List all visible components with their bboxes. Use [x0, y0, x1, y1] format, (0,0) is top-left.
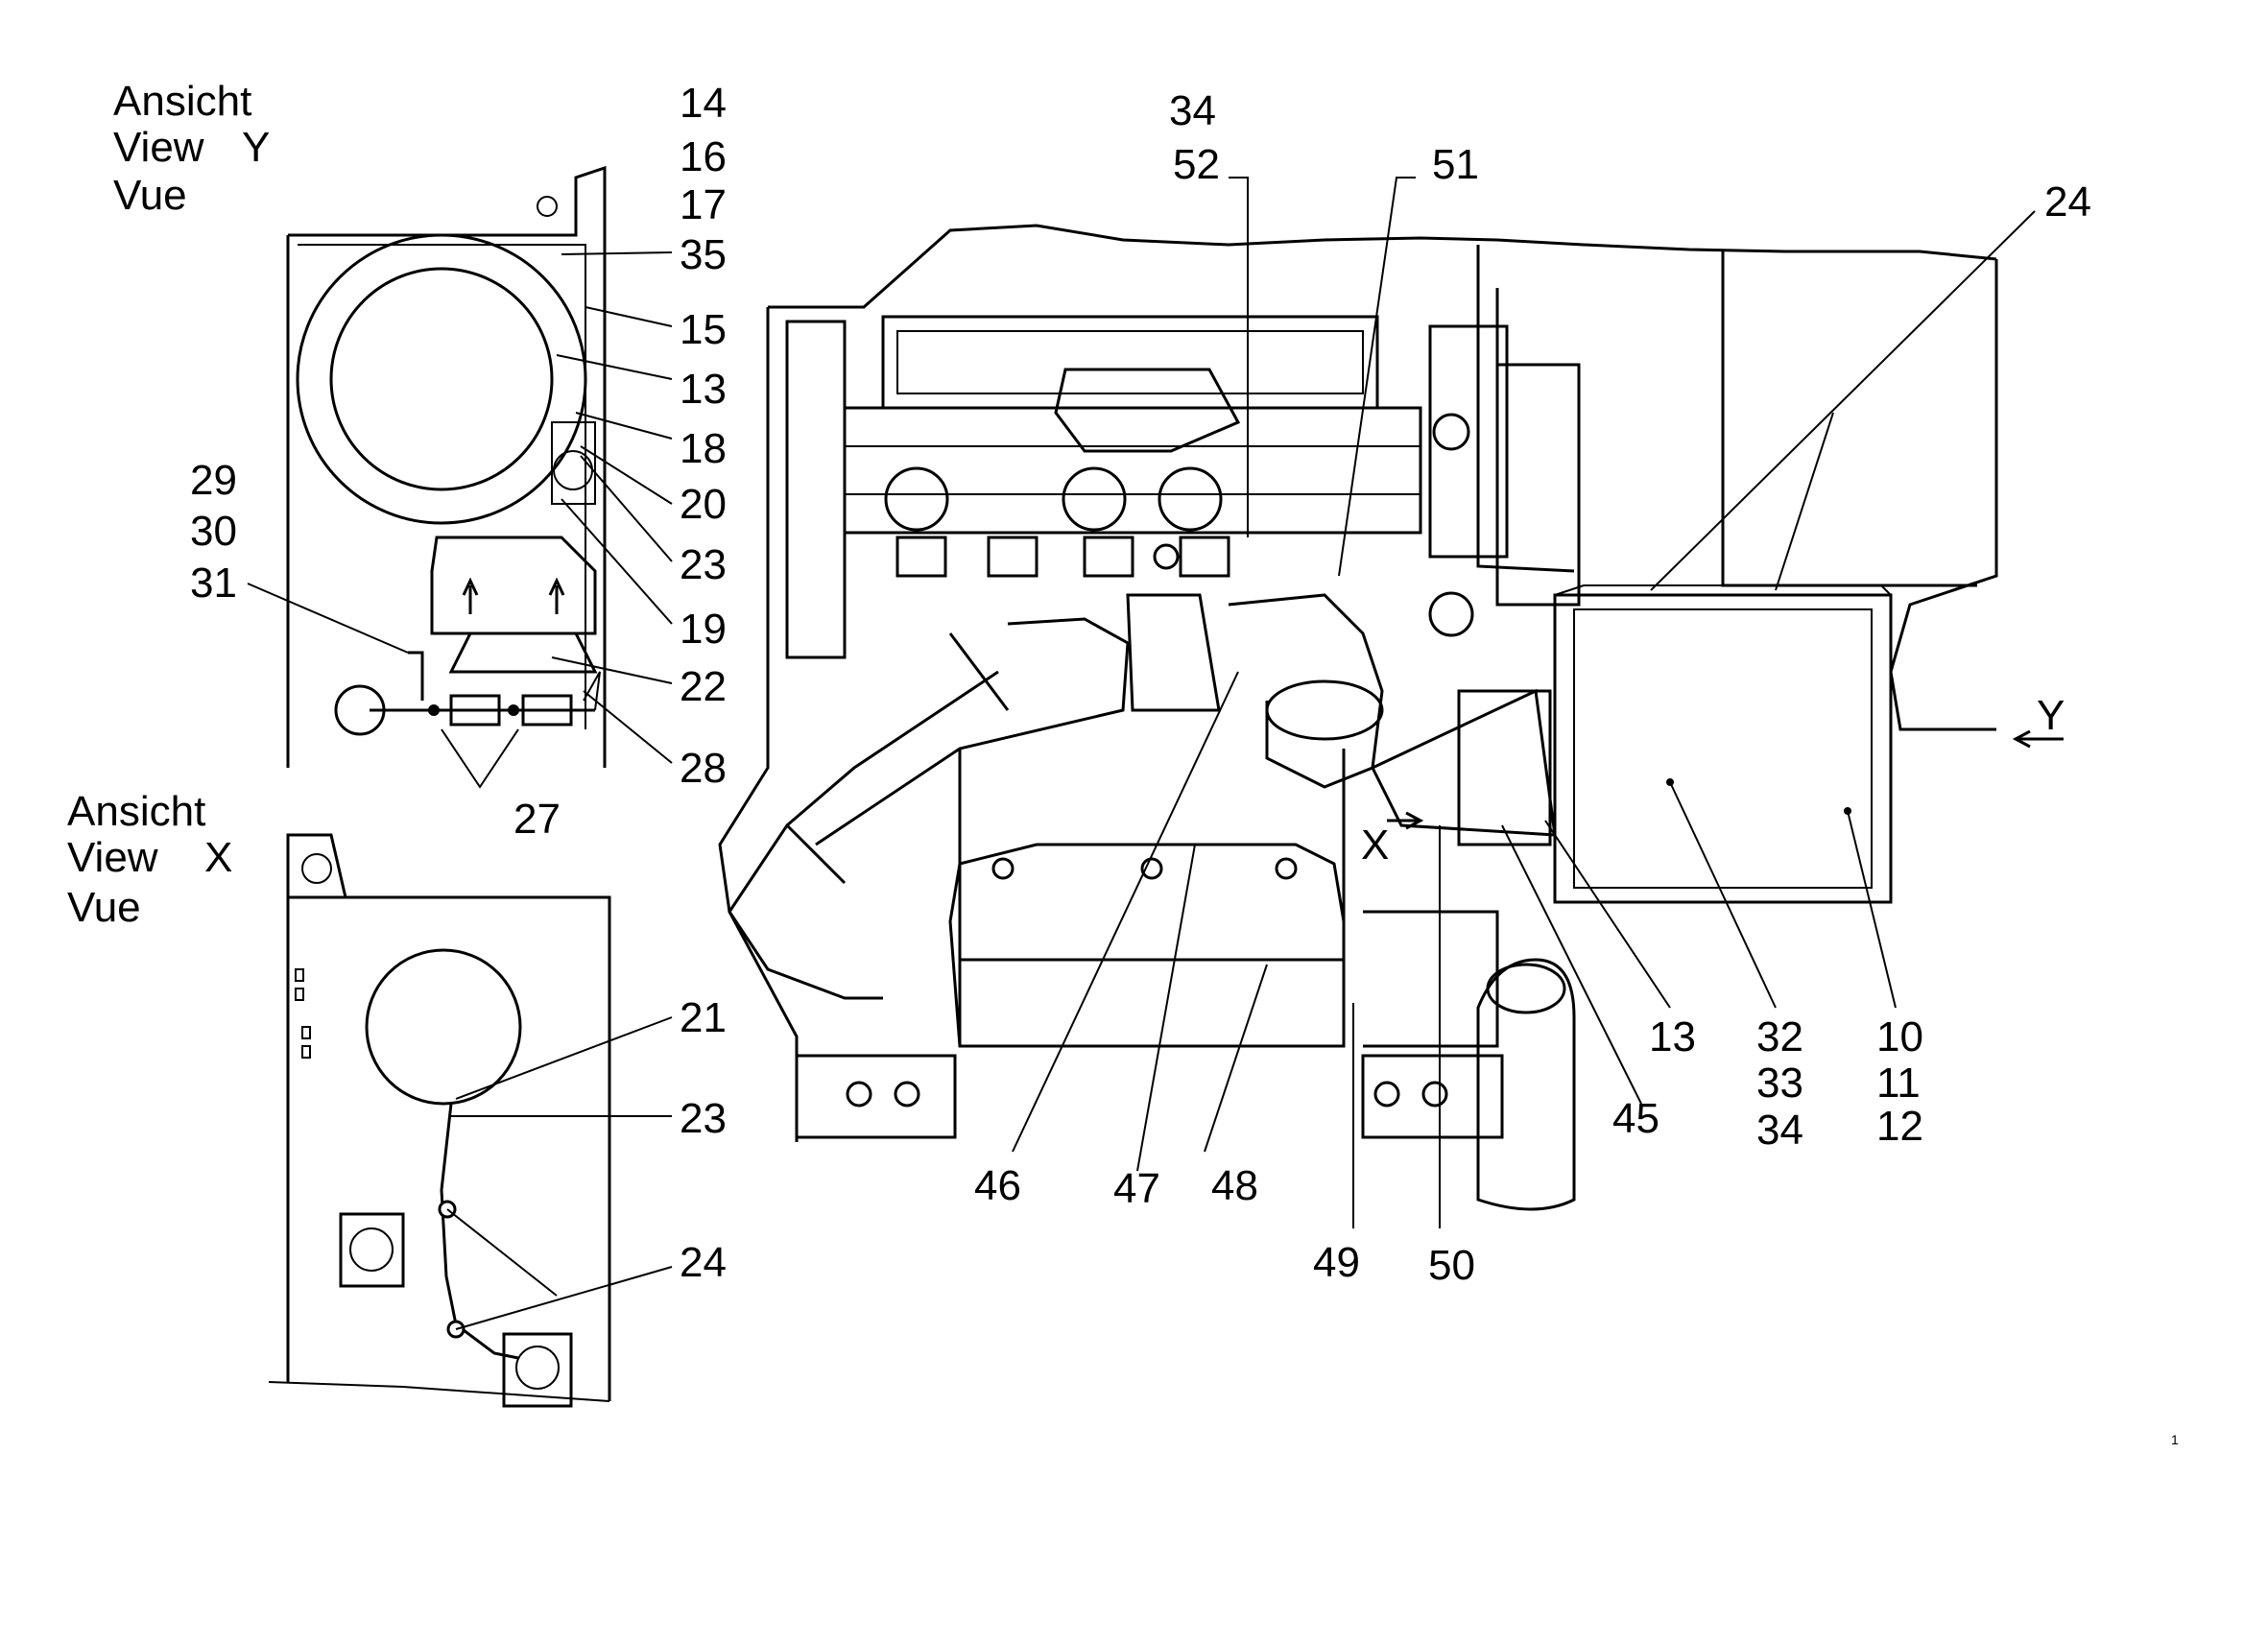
callout-19: 19	[680, 606, 727, 653]
callout-10: 10	[1876, 1013, 1923, 1060]
callout-46: 46	[974, 1162, 1021, 1209]
callout-23-view-y: 23	[680, 541, 727, 588]
callout-24-view-x: 24	[680, 1239, 727, 1286]
callout-32: 32	[1756, 1013, 1803, 1060]
callout-49: 49	[1313, 1239, 1360, 1286]
main-engine-drawing	[718, 224, 2064, 1211]
callout-15: 15	[680, 306, 727, 353]
view-y-line3: Vue	[113, 172, 187, 219]
callout-13-view-y: 13	[680, 366, 727, 413]
callout-52: 52	[1173, 141, 1220, 188]
callout-50: 50	[1428, 1242, 1475, 1289]
callout-33: 33	[1756, 1060, 1803, 1107]
callout-47: 47	[1113, 1165, 1160, 1212]
view-y-drawing	[286, 165, 607, 789]
arrow-y-label: Y	[2037, 692, 2065, 739]
callout-18: 18	[680, 425, 727, 472]
callout-34-bottom: 34	[1756, 1107, 1803, 1154]
view-y-label: Ansicht View Y Vue	[113, 78, 270, 219]
callout-17: 17	[680, 181, 727, 228]
callout-23-view-x: 23	[680, 1095, 727, 1142]
callout-20: 20	[680, 481, 727, 528]
callout-30: 30	[190, 508, 237, 555]
callout-27: 27	[513, 796, 561, 843]
view-x-line3: Vue	[67, 884, 141, 931]
callout-13-main: 13	[1649, 1013, 1696, 1060]
callout-21: 21	[680, 994, 727, 1041]
callout-34-top: 34	[1169, 87, 1216, 134]
callout-45: 45	[1612, 1095, 1659, 1142]
callout-24-main: 24	[2044, 179, 2091, 226]
callout-16: 16	[680, 133, 727, 180]
callout-51: 51	[1432, 141, 1479, 188]
leader-lines	[247, 177, 2036, 1330]
callout-22: 22	[680, 663, 727, 710]
callout-29: 29	[190, 457, 237, 504]
callout-11: 11	[1876, 1060, 1921, 1107]
view-x-line2: View	[67, 834, 158, 881]
view-y-line2: View	[113, 124, 204, 171]
callout-14: 14	[680, 80, 727, 127]
callout-31: 31	[190, 560, 237, 607]
view-x-label: Ansicht View X Vue	[67, 788, 232, 931]
view-x-letter: X	[204, 834, 232, 881]
callout-12: 12	[1876, 1103, 1923, 1150]
callouts: 14 16 17 35 15 13 18 20 23 19 22 28 27 2…	[190, 80, 2091, 1289]
view-y-letter: Y	[242, 124, 270, 171]
callout-28: 28	[680, 745, 727, 792]
callout-35: 35	[680, 231, 727, 278]
view-x-drawing	[268, 833, 611, 1408]
callout-48: 48	[1211, 1162, 1258, 1209]
arrow-x-label: X	[1361, 822, 1389, 869]
footnote-mark: 1	[2171, 1432, 2179, 1447]
view-y-line1: Ansicht	[113, 78, 251, 125]
view-x-line1: Ansicht	[67, 788, 205, 835]
